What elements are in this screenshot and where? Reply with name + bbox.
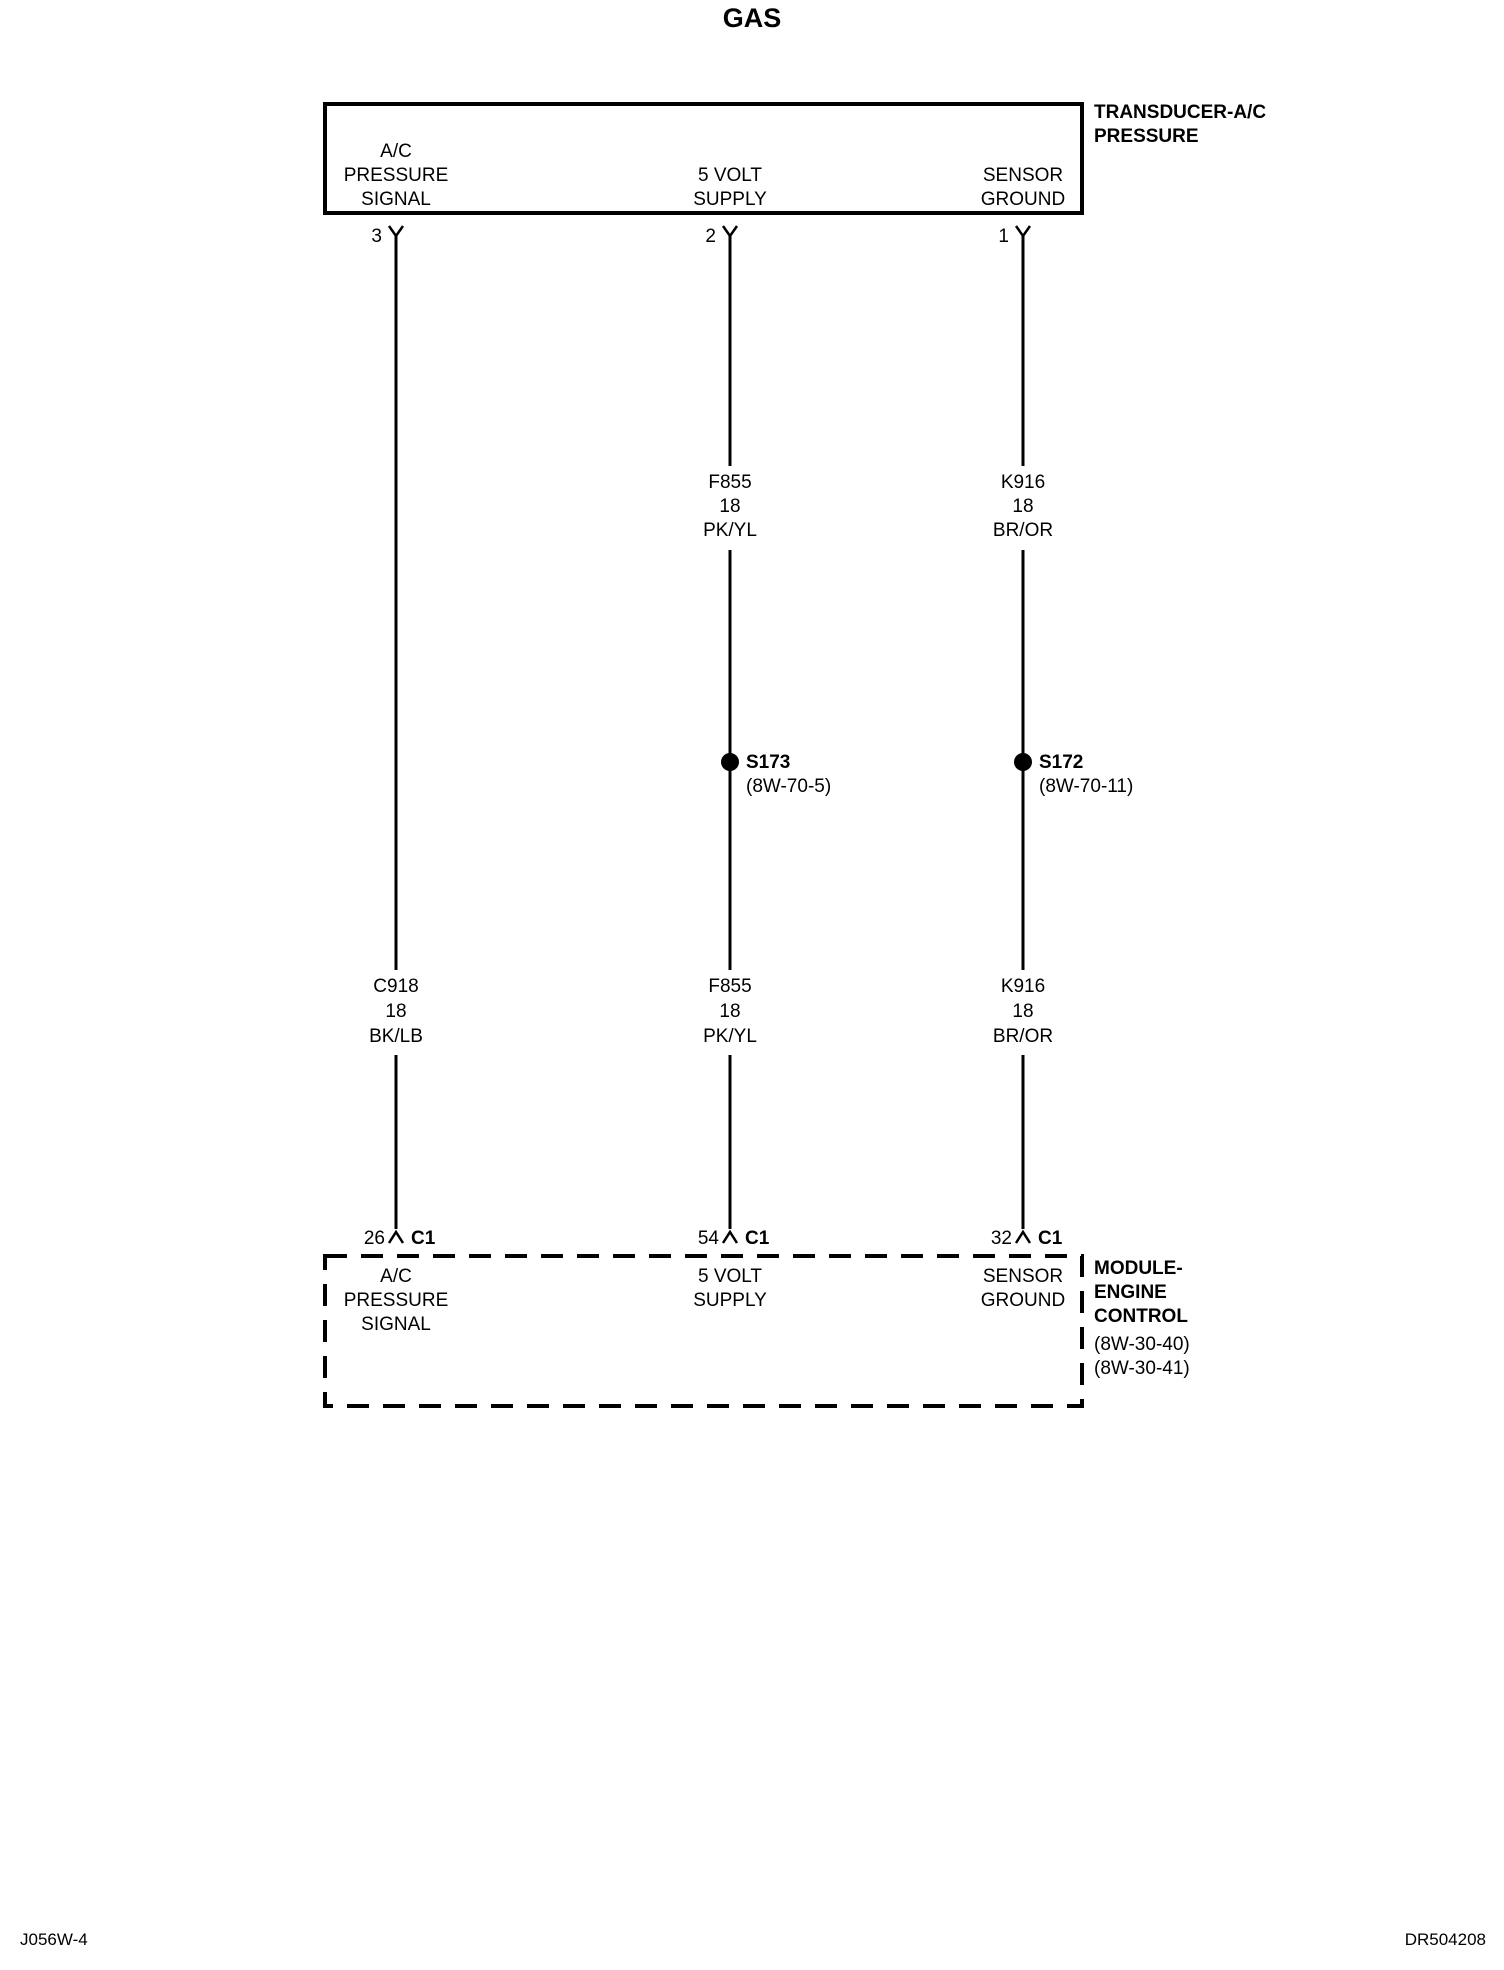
module-pin-number: 54 xyxy=(698,1228,720,1249)
splice-dot-s172 xyxy=(1014,753,1032,771)
wire-gauge: 18 xyxy=(719,496,740,517)
module-connector-id: C1 xyxy=(745,1228,770,1249)
module-pin-label-acsignal: A/C PRESSURE SIGNAL xyxy=(344,1266,449,1335)
transducer-pin-label-5volt: 5 VOLT SUPPLY xyxy=(693,165,767,210)
module-connector-id: C1 xyxy=(411,1228,436,1249)
module-ref: (8W-30-41) xyxy=(1094,1358,1190,1379)
female-connector-symbol xyxy=(387,225,405,239)
transducer-box xyxy=(323,102,1084,215)
module-pin-label-line: A/C xyxy=(380,1266,412,1287)
transducer-pin-number: 2 xyxy=(705,226,716,247)
wire-label-k916-upper: K916 18 BR/OR xyxy=(993,472,1053,541)
module-pin-label-ground: SENSOR GROUND xyxy=(981,1266,1065,1311)
module-name-line: ENGINE xyxy=(1094,1282,1167,1303)
male-connector-symbol xyxy=(1014,1229,1032,1244)
transducer-pin-label-line: A/C xyxy=(380,141,412,162)
module-pin-label-5volt: 5 VOLT SUPPLY xyxy=(693,1266,767,1311)
module-ref: (8W-30-40) xyxy=(1094,1334,1190,1355)
transducer-pin-number: 1 xyxy=(998,226,1009,247)
module-pin-label-line: 5 VOLT xyxy=(698,1266,762,1287)
male-connector-symbol xyxy=(387,1229,405,1244)
footer-right-code: DR504208 xyxy=(1405,1930,1486,1949)
module-pin-label-line: GROUND xyxy=(981,1290,1065,1311)
splice-ref-s173: (8W-70-5) xyxy=(746,776,831,797)
wire-color: PK/YL xyxy=(703,520,757,541)
transducer-name: TRANSDUCER-A/C PRESSURE xyxy=(1094,102,1266,147)
transducer-pin-label-ground: SENSOR GROUND xyxy=(981,165,1065,210)
female-connector-symbol xyxy=(1014,225,1032,239)
wire-gauge: 18 xyxy=(719,1001,740,1022)
module-name-line: CONTROL xyxy=(1094,1306,1188,1327)
splice-id-s173: S173 xyxy=(746,752,790,773)
transducer-pin-label-line: SENSOR xyxy=(983,165,1063,186)
module-name-line: MODULE- xyxy=(1094,1258,1183,1279)
transducer-pin-label-line: SIGNAL xyxy=(361,189,431,210)
module-pin-label-line: SIGNAL xyxy=(361,1314,431,1335)
wire-color: PK/YL xyxy=(703,1026,757,1047)
transducer-pin-number: 3 xyxy=(371,226,382,247)
splice-dot-s173 xyxy=(721,753,739,771)
wire-gauge: 18 xyxy=(1012,496,1033,517)
wire-gauge: 18 xyxy=(385,1001,406,1022)
transducer-pin-label-acsignal: A/C PRESSURE SIGNAL xyxy=(344,141,449,210)
wire-circuit: C918 xyxy=(373,976,418,997)
wire-color: BK/LB xyxy=(369,1026,423,1047)
transducer-name-line-1: TRANSDUCER-A/C xyxy=(1094,102,1266,123)
wire-circuit: K916 xyxy=(1001,976,1045,997)
module-pin-number: 32 xyxy=(991,1228,1012,1249)
wire-label-c918-lower: C918 18 BK/LB xyxy=(369,976,423,1047)
female-connector-symbol xyxy=(721,225,739,239)
wire-label-f855-upper: F855 18 PK/YL xyxy=(703,472,757,541)
footer-left-code: J056W-4 xyxy=(20,1930,88,1949)
wire-circuit: F855 xyxy=(708,472,751,493)
wire-color: BR/OR xyxy=(993,1026,1053,1047)
wire-circuit: K916 xyxy=(1001,472,1045,493)
diagram-title: GAS xyxy=(723,3,782,33)
module-connector-id: C1 xyxy=(1038,1228,1063,1249)
splice-ref-s172: (8W-70-11) xyxy=(1039,776,1133,797)
splice-id-s172: S172 xyxy=(1039,752,1083,773)
transducer-name-line-2: PRESSURE xyxy=(1094,126,1199,147)
wire-label-k916-lower: K916 18 BR/OR xyxy=(993,976,1053,1047)
transducer-pin-label-line: 5 VOLT xyxy=(698,165,762,186)
module-box xyxy=(323,1254,1084,1408)
wire-circuit: F855 xyxy=(708,976,751,997)
module-pin-label-line: SUPPLY xyxy=(693,1290,767,1311)
transducer-pin-label-line: PRESSURE xyxy=(344,165,449,186)
module-pin-label-line: SENSOR xyxy=(983,1266,1063,1287)
transducer-pin-label-line: GROUND xyxy=(981,189,1065,210)
module-name: MODULE- ENGINE CONTROL (8W-30-40) (8W-30… xyxy=(1094,1258,1190,1379)
male-connector-symbol xyxy=(721,1229,739,1244)
module-pin-number: 26 xyxy=(364,1228,385,1249)
transducer-pin-label-line: SUPPLY xyxy=(693,189,767,210)
wire-gauge: 18 xyxy=(1012,1001,1033,1022)
wire-label-f855-lower: F855 18 PK/YL xyxy=(703,976,757,1047)
module-pin-label-line: PRESSURE xyxy=(344,1290,449,1311)
wire-color: BR/OR xyxy=(993,520,1053,541)
